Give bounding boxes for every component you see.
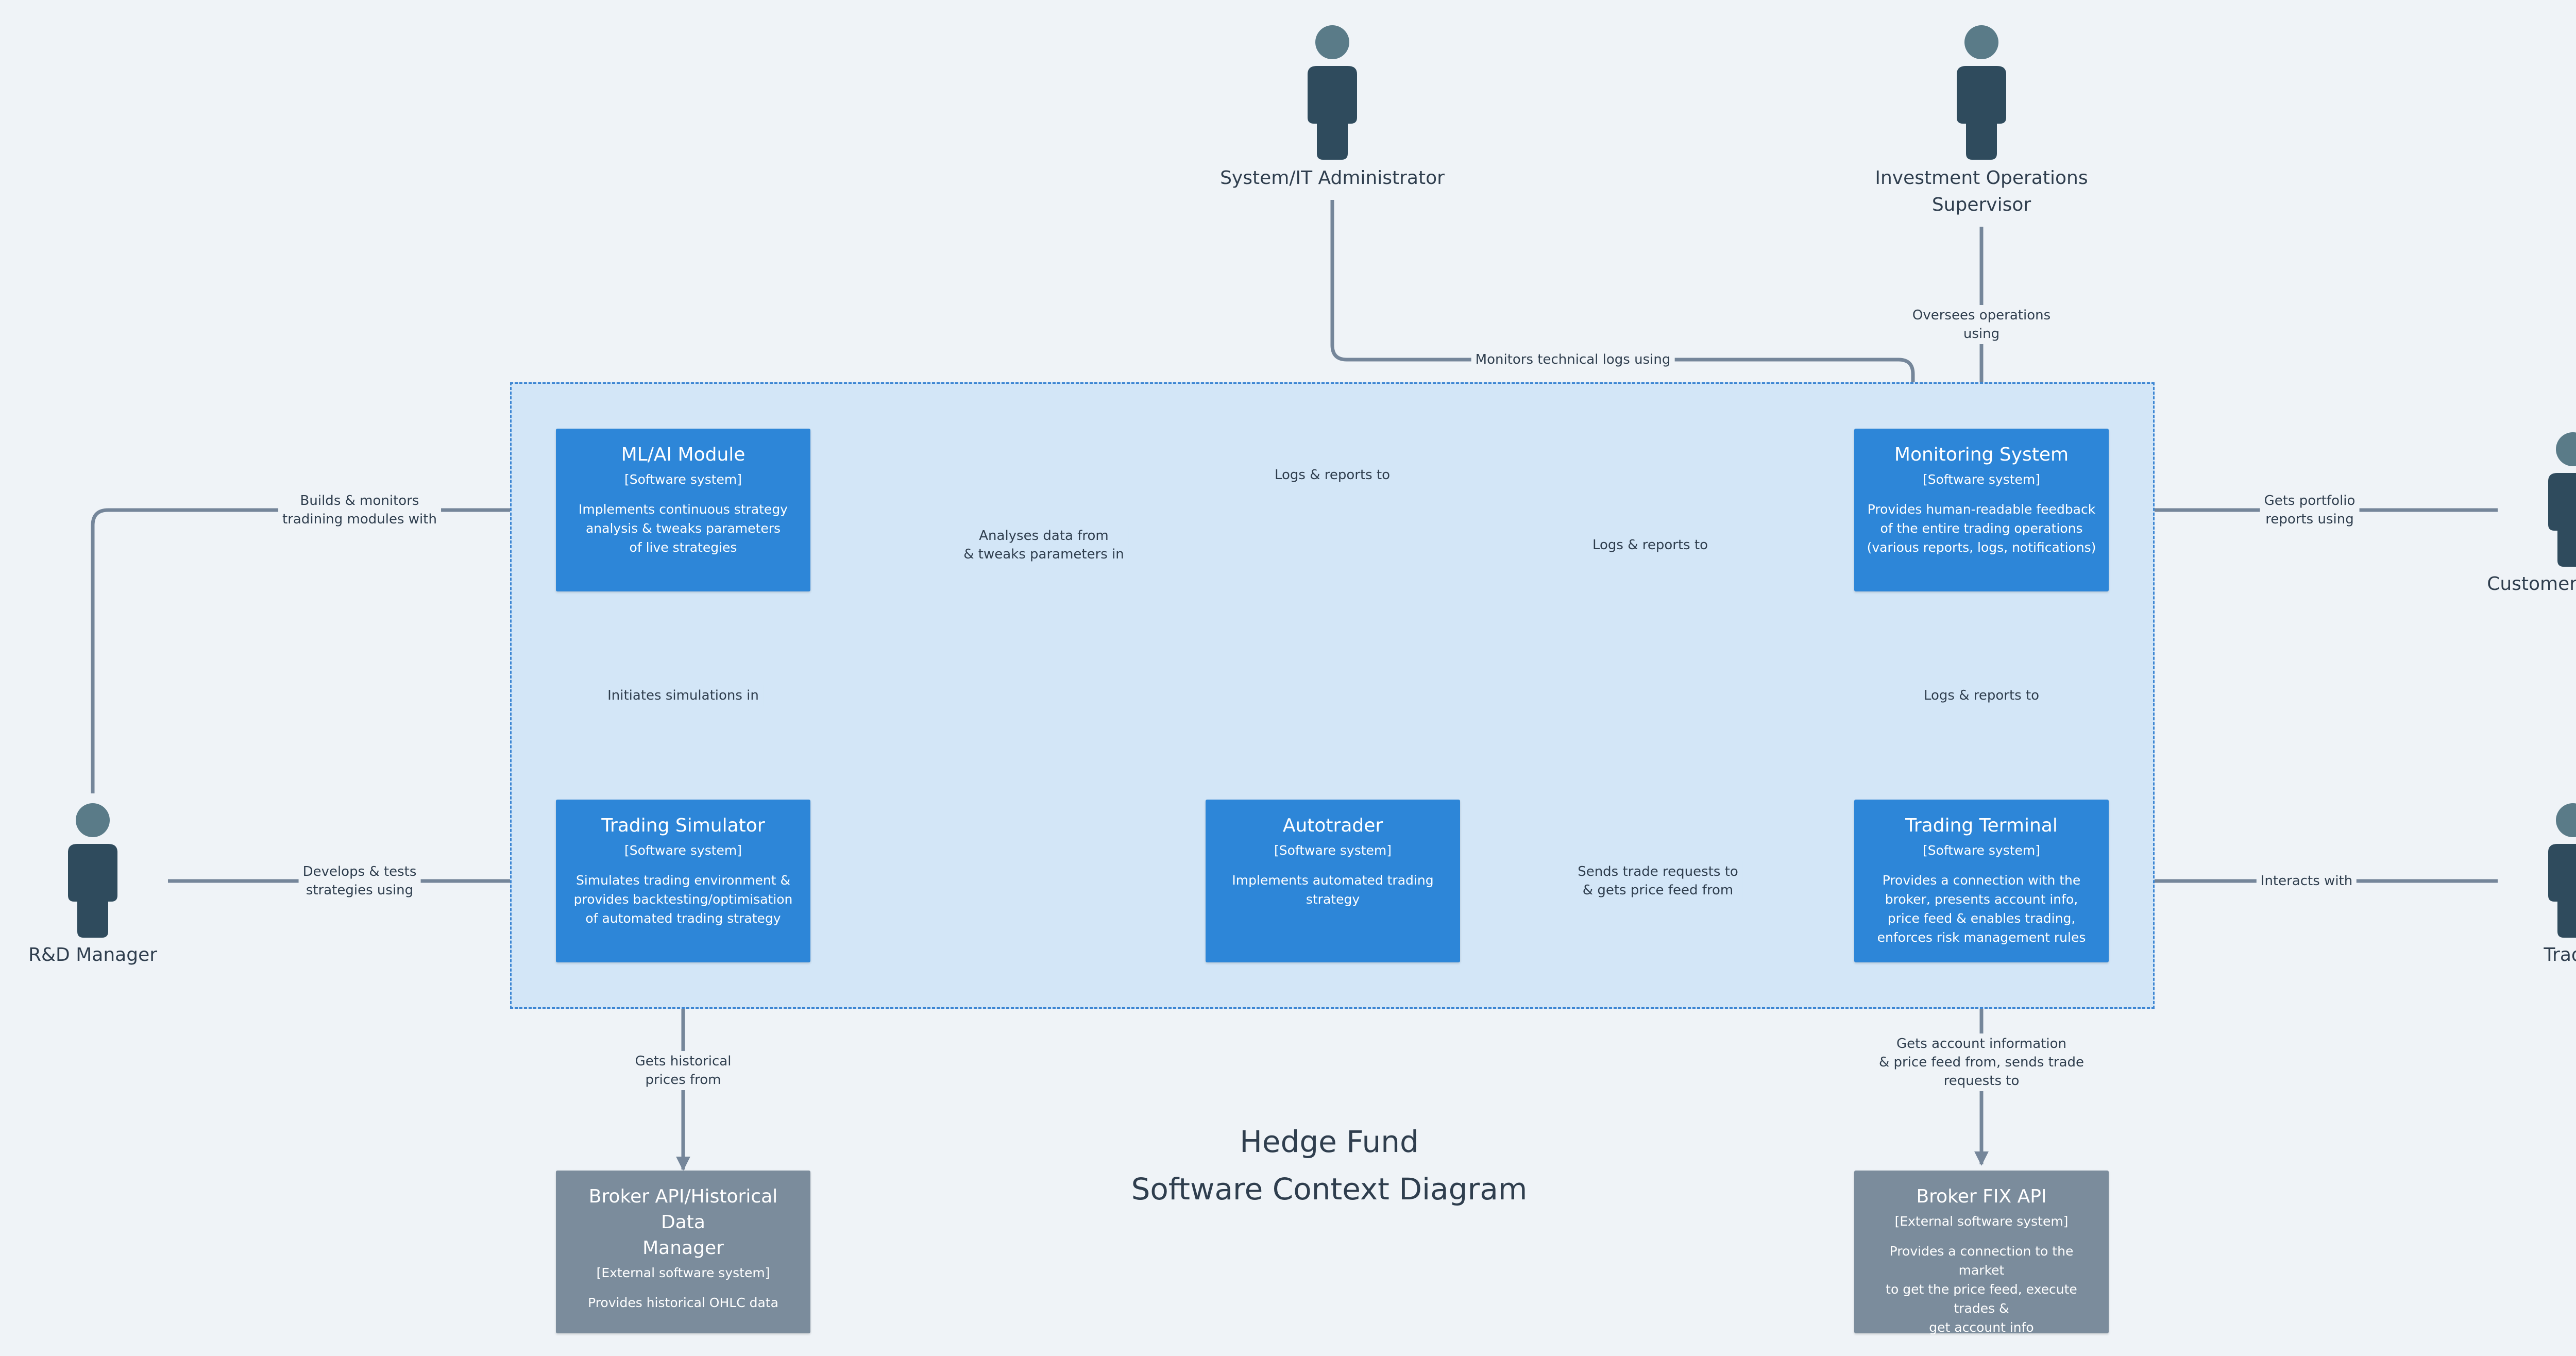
edge-label-ml-analyses: Analyses data from & tweaks parameters i… xyxy=(959,526,1128,565)
customer-person-icon xyxy=(2548,432,2576,567)
ml-ai-title: ML/AI Module xyxy=(621,444,745,465)
inv-supervisor-person-icon xyxy=(1957,25,2006,160)
autotrader-title: Autotrader xyxy=(1282,815,1383,836)
trading-terminal-box[interactable]: Trading Terminal [Software system] Provi… xyxy=(1854,800,2109,962)
monitoring-system-box[interactable]: Monitoring System [Software system] Prov… xyxy=(1854,429,2109,591)
simulator-title: Trading Simulator xyxy=(601,815,765,836)
trader-label: Trader xyxy=(2544,944,2576,965)
rd-manager-person-icon xyxy=(68,803,117,938)
edge-label-cust-gets: Gets portfolio reports using xyxy=(2260,490,2360,530)
broker-historical-box[interactable]: Broker API/Historical Data Manager [Exte… xyxy=(556,1171,810,1333)
broker-fix-title: Broker FIX API xyxy=(1916,1186,2047,1207)
diagram-title-line1: Hedge Fund xyxy=(1240,1124,1419,1159)
diagram-title: Hedge Fund Software Context Diagram xyxy=(1030,1118,1628,1213)
broker-fix-desc: Provides a connection to the market to g… xyxy=(1886,1244,2077,1335)
terminal-desc: Provides a connection with the broker, p… xyxy=(1877,873,2086,945)
terminal-title: Trading Terminal xyxy=(1905,815,2058,836)
monitoring-title: Monitoring System xyxy=(1894,444,2069,465)
edge-label-ml-initiates: Initiates simulations in xyxy=(603,685,763,706)
broker-hist-kind: [External software system] xyxy=(596,1265,770,1280)
ml-ai-desc: Implements continuous strategy analysis … xyxy=(579,502,788,555)
autotrader-kind: [Software system] xyxy=(1274,843,1392,858)
edge-label-term-logs: Logs & reports to xyxy=(1919,685,2044,706)
edge-label-auto-sends: Sends trade requests to & gets price fee… xyxy=(1573,861,1742,901)
edge-label-ml-logs: Logs & reports to xyxy=(1270,465,1395,485)
rd-manager-label: R&D Manager xyxy=(28,944,158,965)
monitoring-desc: Provides human-readable feedback of the … xyxy=(1867,502,2096,555)
trading-simulator-box[interactable]: Trading Simulator [Software system] Simu… xyxy=(556,800,810,962)
edge-label-auto-logs: Logs & reports to xyxy=(1588,535,1713,555)
ml-ai-kind: [Software system] xyxy=(624,472,742,487)
sys-admin-label: System/IT Administrator xyxy=(1220,167,1445,189)
customer-label: Customer/Investor xyxy=(2487,573,2576,595)
simulator-kind: [Software system] xyxy=(624,843,742,858)
simulator-desc: Simulates trading environment & provides… xyxy=(573,873,793,926)
edge-label-admin-monitors: Monitors technical logs using xyxy=(1471,349,1675,370)
edge-label-rd-builds: Builds & monitors tradining modules with xyxy=(278,490,441,530)
autotrader-box[interactable]: Autotrader [Software system] Implements … xyxy=(1206,800,1460,962)
broker-hist-desc: Provides historical OHLC data xyxy=(588,1295,778,1310)
ml-ai-module-box[interactable]: ML/AI Module [Software system] Implement… xyxy=(556,429,810,591)
inv-supervisor-label: Investment Operations Supervisor xyxy=(1875,167,2088,215)
trader-person-icon xyxy=(2548,803,2576,938)
edge-label-rd-develops: Develops & tests strategies using xyxy=(298,861,421,901)
autotrader-desc: Implements automated trading strategy xyxy=(1232,873,1434,907)
broker-fix-kind: [External software system] xyxy=(1894,1214,2069,1229)
edge-label-sim-gets: Gets historical prices from xyxy=(631,1051,736,1090)
terminal-kind: [Software system] xyxy=(1922,843,2041,858)
broker-hist-title: Broker API/Historical Data Manager xyxy=(588,1186,778,1259)
edge-rd-builds xyxy=(91,503,550,793)
diagram-title-line2: Software Context Diagram xyxy=(1131,1172,1528,1207)
broker-fix-api-box[interactable]: Broker FIX API [External software system… xyxy=(1854,1171,2109,1335)
edge-label-sup-oversees: Oversees operations using xyxy=(1908,305,2055,344)
edge-label-trader-interacts: Interacts with xyxy=(2256,871,2357,891)
edge-label-term-gets: Gets account information & price feed fr… xyxy=(1874,1033,2089,1091)
sys-admin-person-icon xyxy=(1308,25,1357,160)
monitoring-kind: [Software system] xyxy=(1922,472,2041,487)
